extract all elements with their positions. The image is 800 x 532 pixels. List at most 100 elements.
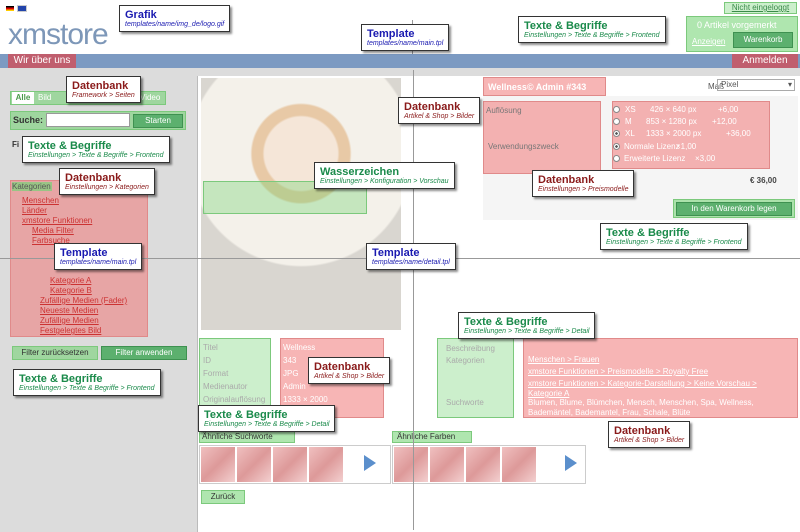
category-item[interactable]: Festgelegtes Bild [40, 326, 102, 335]
meta-right-values-box [523, 338, 798, 418]
view-cart-link[interactable]: Anzeigen [692, 37, 726, 46]
logo[interactable]: xmstore [8, 18, 109, 51]
category-item[interactable]: Kategorie B [50, 286, 92, 295]
thumbnail[interactable] [201, 447, 235, 482]
category-path[interactable]: xmstore Funktionen > Kategorie-Darstellu… [528, 379, 757, 398]
size-xs-radio[interactable] [613, 106, 620, 113]
flag-en-icon[interactable] [17, 5, 27, 12]
category-item[interactable]: Zufällige Medien [40, 316, 99, 325]
license-normal-radio[interactable] [613, 143, 620, 150]
meta-value: Wellness [283, 343, 316, 352]
add-to-cart-button[interactable]: In den Warenkorb legen [676, 202, 792, 216]
next-arrow-icon[interactable] [364, 455, 376, 471]
category-item[interactable]: Menschen [22, 196, 59, 205]
keywords-text: Blumen, Blume, Blümchen, Mensch, Mensche… [528, 398, 754, 417]
category-item[interactable]: xmstore Funktionen [22, 216, 93, 225]
meta-label: Format [203, 369, 229, 378]
back-button[interactable]: Zurück [201, 490, 245, 504]
size-label: Maß [708, 82, 724, 91]
size-xl-radio[interactable] [613, 130, 620, 137]
meta-label: Originalauflösung [203, 395, 266, 404]
size-select[interactable]: Pixel▾ [717, 79, 795, 91]
license-name: Normale Lizenz [624, 142, 680, 151]
detail-admin: © Admin #343 [527, 82, 587, 92]
tab-image[interactable]: Bild [38, 93, 52, 102]
size-dim: 426 × 640 px [650, 105, 697, 114]
thumbnail[interactable] [394, 447, 428, 482]
use-label: Verwendungszweck [488, 142, 559, 151]
total-price: € 36,00 [750, 176, 777, 185]
thumbnail[interactable] [466, 447, 500, 482]
meta-value: 343 [283, 356, 297, 365]
size-price: +6,00 [718, 105, 739, 114]
similar-keywords-label: Ähnliche Suchworte [199, 431, 295, 443]
similar-colors-label: Ähnliche Farben [392, 431, 472, 443]
meta-value: Admin [283, 382, 306, 391]
thumbnail[interactable] [237, 447, 271, 482]
license-extended-radio[interactable] [613, 155, 620, 162]
meta-right-labels-box [437, 338, 514, 418]
chevron-down-icon: ▾ [787, 80, 792, 89]
title-box [483, 77, 606, 96]
nav-bar [0, 54, 800, 68]
detail-title: Wellness [488, 82, 527, 92]
categories-title: Kategorien [12, 182, 52, 191]
meta-label: ID [203, 356, 211, 365]
category-path[interactable]: Menschen > Frauen [528, 355, 600, 364]
size-price: +12,00 [712, 117, 737, 126]
license-factor: ×1,00 [676, 142, 697, 151]
meta-label: Medienautor [203, 382, 248, 391]
next-arrow-icon[interactable] [565, 455, 577, 471]
desc-label: Beschreibung [446, 344, 495, 353]
cats-label: Kategorien [446, 356, 485, 365]
filter-label: Fi [12, 140, 20, 149]
thumbnail[interactable] [309, 447, 343, 482]
filter-apply-button[interactable]: Filter anwenden [101, 346, 187, 360]
meta-label: Titel [203, 343, 218, 352]
size-m-radio[interactable] [613, 118, 620, 125]
category-item[interactable]: Media Filter [32, 226, 74, 235]
category-item[interactable]: Zufällige Medien (Fader) [40, 296, 128, 305]
tab-video[interactable]: Video [140, 93, 161, 102]
login-status[interactable]: Nicht eingeloggt [724, 2, 797, 14]
size-name: M [625, 117, 632, 126]
cart-button[interactable]: Warenkorb [733, 32, 793, 48]
nav-login[interactable]: Anmelden [732, 54, 798, 68]
product-photo [201, 78, 401, 330]
size-name: XL [625, 129, 635, 138]
category-item[interactable]: Neueste Medien [40, 306, 99, 315]
search-button[interactable]: Starten [133, 114, 183, 128]
thumbnail[interactable] [273, 447, 307, 482]
category-item[interactable]: Länder [22, 206, 47, 215]
size-name: XS [625, 105, 636, 114]
flag-de-icon[interactable] [6, 6, 14, 11]
nav-about[interactable]: Wir über uns [8, 54, 76, 68]
tab-all[interactable]: Alle [12, 92, 34, 104]
search-input[interactable] [46, 113, 130, 127]
thumbnail[interactable] [430, 447, 464, 482]
license-factor: ×3,00 [695, 154, 716, 163]
size-dim: 853 × 1280 px [646, 117, 697, 126]
cart-count: 0 Artikel vorgemerkt [697, 20, 777, 30]
category-item[interactable]: Farbsuche [32, 236, 70, 245]
meta-value: JPG [283, 369, 299, 378]
guide-line [413, 70, 414, 530]
size-price: +36,00 [726, 129, 751, 138]
category-item[interactable]: Kategorie A [50, 276, 92, 285]
filter-reset-button[interactable]: Filter zurücksetzen [12, 346, 98, 360]
guide-line [197, 258, 800, 259]
res-label: Auflösung [486, 106, 522, 115]
category-path[interactable]: xmstore Funktionen > Preismodelle > Roya… [528, 367, 709, 376]
thumbnail[interactable] [502, 447, 536, 482]
